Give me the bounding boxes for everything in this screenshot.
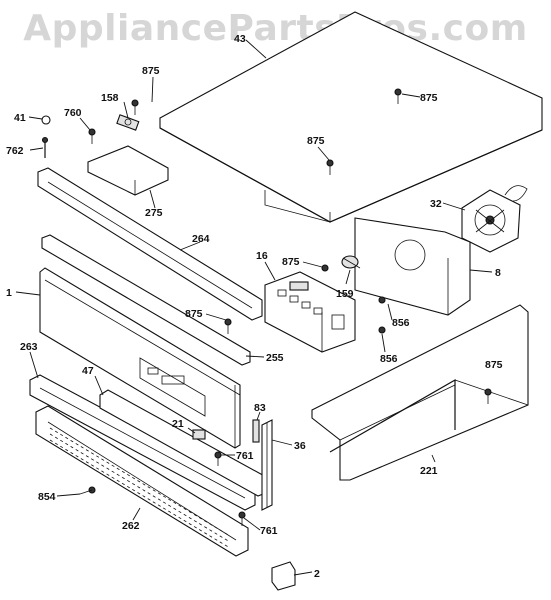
screw-icon	[41, 136, 49, 158]
top-trim-264[interactable]	[37, 167, 263, 321]
screw-icon	[394, 88, 402, 104]
callout-36: 36	[294, 440, 306, 452]
callout-2: 2	[314, 568, 320, 580]
callout-158: 158	[101, 92, 119, 104]
screw-icon	[88, 128, 96, 144]
cooling-fan[interactable]	[461, 185, 528, 253]
callout-264: 264	[192, 233, 210, 245]
callout-856: 856	[392, 317, 410, 329]
screw-icon	[321, 264, 329, 272]
side-shield[interactable]	[311, 304, 529, 481]
callout-760: 760	[64, 107, 82, 119]
callout-41: 41	[14, 112, 26, 124]
callout-875: 875	[420, 92, 438, 104]
clip-83[interactable]	[252, 419, 260, 443]
callout-762: 762	[6, 145, 24, 157]
callout-43: 43	[234, 33, 246, 45]
callout-854: 854	[38, 491, 56, 503]
watermark: AppliancePartsPros.com	[23, 8, 528, 49]
screw-icon	[214, 451, 222, 466]
callout-761: 761	[260, 525, 278, 537]
grille-slots	[49, 427, 231, 549]
vent-trim-263[interactable]	[29, 374, 256, 511]
callout-875: 875	[485, 359, 503, 371]
top-cover[interactable]	[159, 11, 543, 223]
leader-lines	[15, 39, 493, 576]
callout-159: 159	[336, 288, 354, 300]
callout-255: 255	[266, 352, 284, 364]
callout-263: 263	[20, 341, 38, 353]
callout-8: 8	[495, 267, 501, 279]
callout-16: 16	[256, 250, 268, 262]
screw-icon	[41, 115, 51, 125]
callout-875: 875	[282, 256, 300, 268]
stop-21[interactable]	[192, 429, 206, 440]
mounting-bracket[interactable]	[354, 217, 471, 316]
screw-icon	[378, 296, 386, 304]
callout-262: 262	[122, 520, 140, 532]
callout-83: 83	[254, 402, 266, 414]
screws	[41, 88, 492, 526]
screw-icon	[131, 99, 139, 115]
callout-875: 875	[142, 65, 160, 77]
side-channel-36[interactable]	[261, 419, 273, 511]
screw-icon	[224, 318, 232, 334]
thermostat-158[interactable]	[116, 114, 140, 131]
callout-275: 275	[145, 207, 163, 219]
bracket-275[interactable]	[87, 145, 169, 196]
callout-32: 32	[430, 198, 442, 210]
callout-875: 875	[185, 308, 203, 320]
callout-856: 856	[380, 353, 398, 365]
screw-icon	[326, 159, 334, 175]
callout-1: 1	[6, 287, 12, 299]
bracket-2[interactable]	[271, 561, 296, 591]
grille-262[interactable]	[35, 405, 249, 557]
thermal-switch-159[interactable]	[341, 255, 361, 269]
screw-icon	[238, 511, 246, 526]
screw-icon	[378, 326, 386, 334]
callout-221: 221	[420, 465, 438, 477]
screw-icon	[79, 486, 96, 495]
callout-21: 21	[172, 418, 184, 430]
callout-761: 761	[236, 450, 254, 462]
control-panel-1[interactable]	[39, 267, 241, 449]
control-board-16[interactable]	[264, 271, 356, 353]
screw-icon	[484, 388, 492, 404]
trim-strip-255[interactable]	[41, 234, 251, 366]
callout-47: 47	[82, 365, 94, 377]
callout-875: 875	[307, 135, 325, 147]
callout-labels: 43 875 875 158 760 41 762 875 275 32 264…	[6, 33, 503, 580]
